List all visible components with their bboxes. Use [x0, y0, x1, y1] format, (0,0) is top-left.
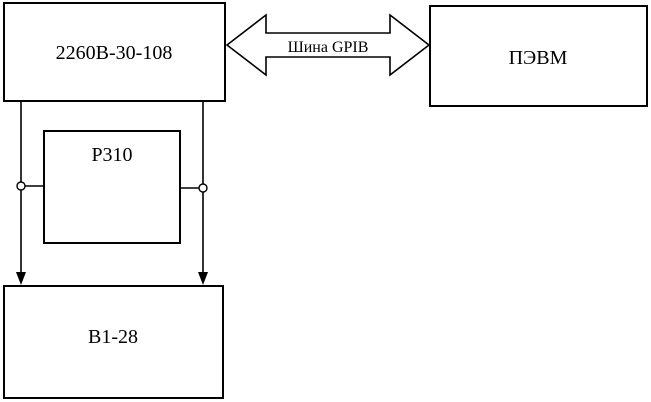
- attenuator-label: P310: [91, 144, 132, 166]
- generator-label: 2260B-30-108: [56, 42, 173, 64]
- right-arrowhead: [198, 272, 208, 285]
- gpib-bus-label: Шина GPIB: [288, 39, 369, 56]
- attenuator-block: [43, 130, 181, 244]
- pc-label: ПЭВМ: [509, 47, 568, 69]
- right-junction-node: [198, 183, 208, 193]
- pc-block: [429, 5, 648, 107]
- generator-block: [3, 2, 226, 102]
- left-arrowhead: [16, 272, 26, 285]
- voltmeter-label: B1-28: [88, 326, 138, 348]
- voltmeter-block: [3, 285, 224, 399]
- gpib-bus-arrow: [225, 13, 431, 77]
- left-junction-node: [16, 181, 26, 191]
